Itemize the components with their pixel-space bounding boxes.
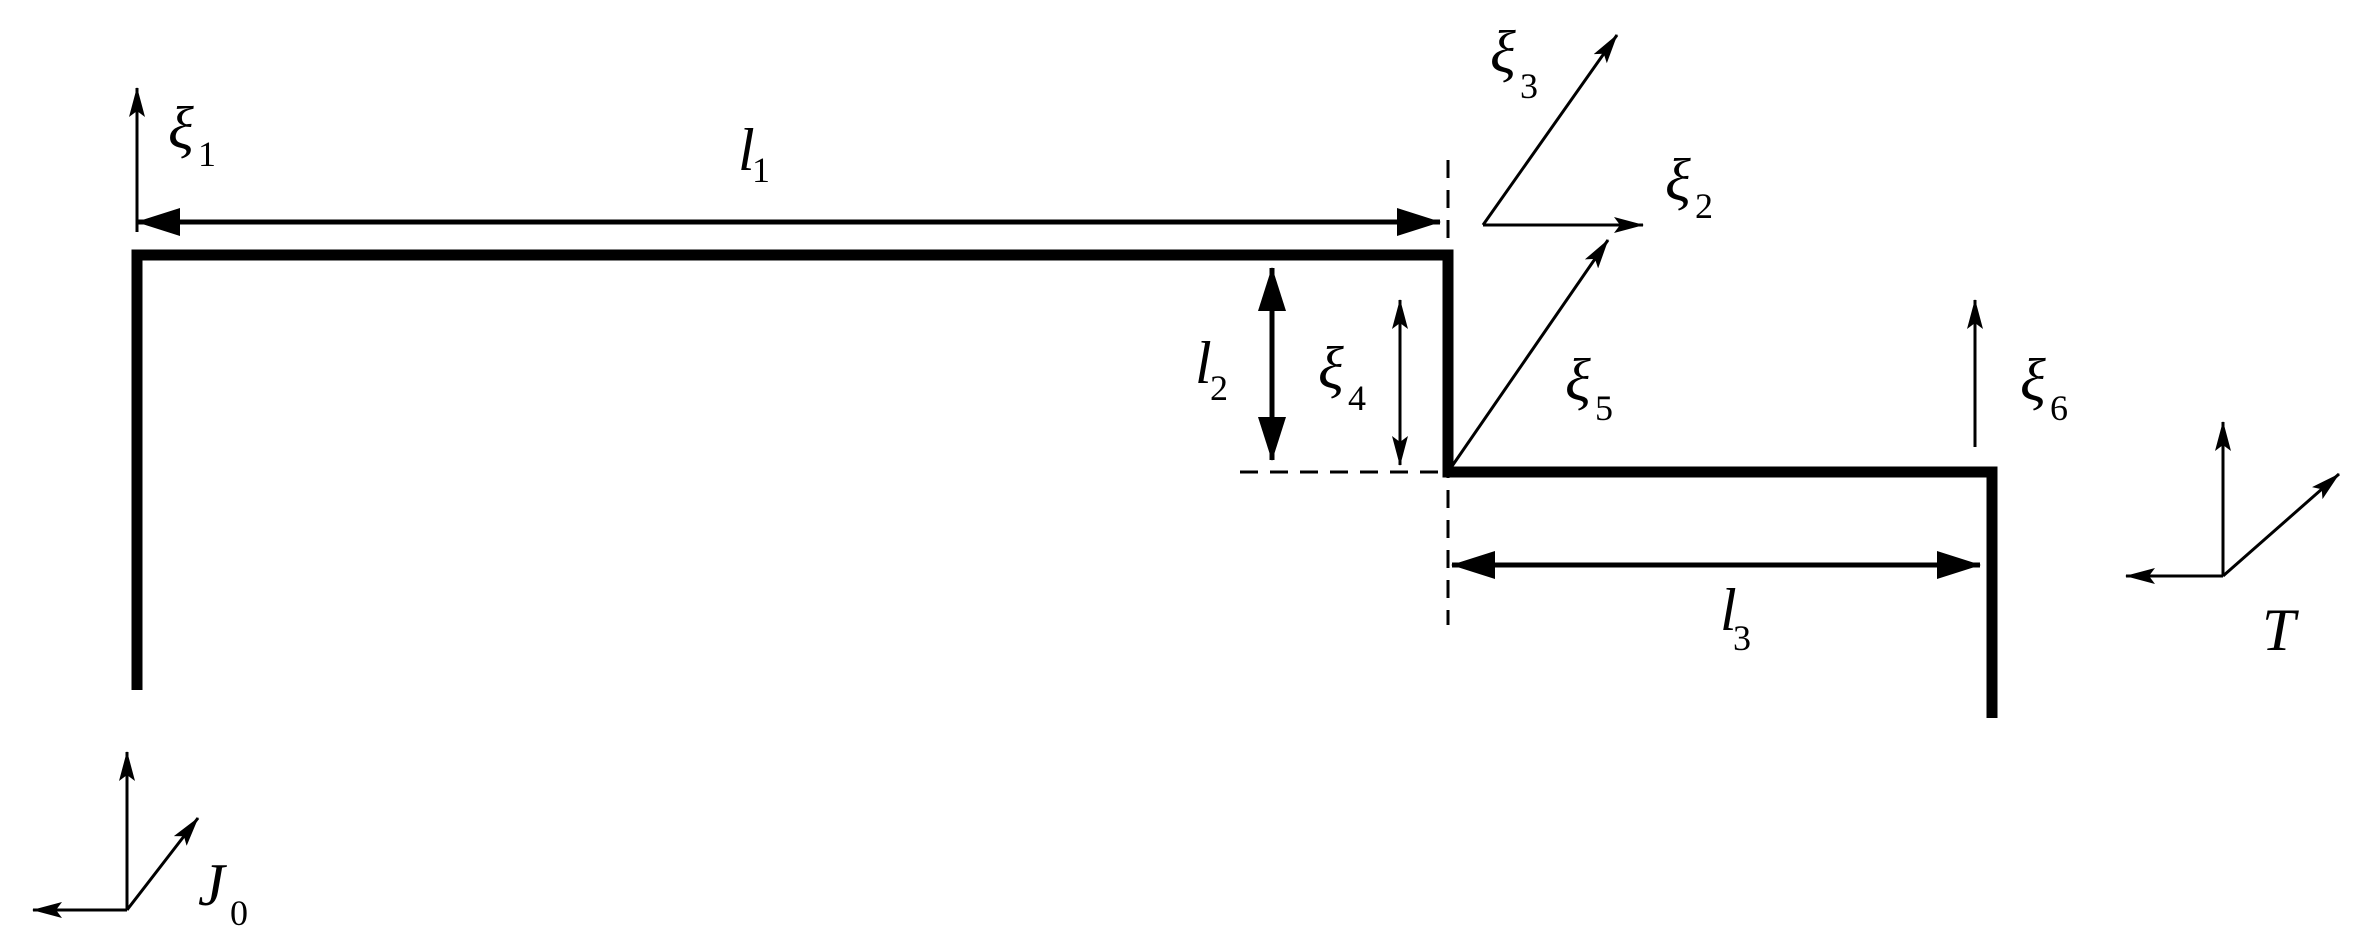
svg-text:ξ: ξ [1490,19,1516,85]
label-xi1: ξ 1 [168,95,216,174]
xi5-axis-arrow [1446,239,1610,473]
svg-text:5: 5 [1595,388,1613,428]
svg-text:ξ: ξ [168,95,194,161]
svg-text:6: 6 [2050,388,2068,428]
svg-text:J: J [198,852,227,918]
svg-text:3: 3 [1520,66,1538,106]
svg-text:T: T [2262,597,2299,663]
label-l3: l 3 [1720,577,1751,658]
label-xi2: ξ 2 [1665,147,1713,226]
label-l2: l 2 [1195,330,1228,408]
svg-text:ξ: ξ [2020,347,2046,413]
svg-text:0: 0 [230,893,248,933]
j0-frame [32,751,200,918]
svg-text:ξ: ξ [1318,335,1344,401]
svg-text:l: l [738,117,755,183]
svg-text:2: 2 [1695,186,1713,226]
link-1-structure [131,249,1998,718]
svg-text:1: 1 [198,134,216,174]
svg-text:2: 2 [1210,368,1228,408]
svg-text:ξ: ξ [1665,147,1691,213]
label-xi6: ξ 6 [2020,347,2068,428]
t-frame [2125,421,2340,584]
svg-text:ξ: ξ [1565,347,1591,413]
xi3-axis-arrow [1481,34,1619,226]
label-l1: l 1 [738,117,770,190]
svg-text:4: 4 [1348,378,1366,418]
label-j0: J 0 [198,852,248,933]
label-t: T [2262,597,2299,663]
label-xi4: ξ 4 [1318,335,1366,418]
label-xi5: ξ 5 [1565,347,1613,428]
svg-text:l: l [1720,577,1737,643]
svg-text:1: 1 [752,150,770,190]
label-xi3: ξ 3 [1490,19,1538,106]
svg-text:3: 3 [1733,618,1751,658]
svg-text:l: l [1195,330,1212,396]
